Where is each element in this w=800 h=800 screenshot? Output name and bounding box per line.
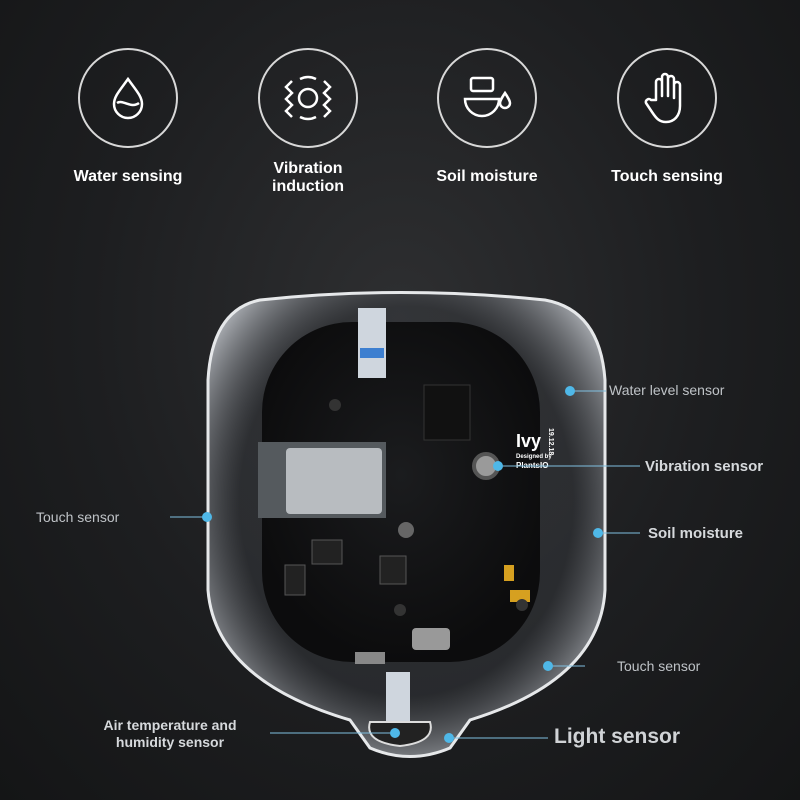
callout-dots: [202, 386, 603, 743]
feature-touch-sensing: Touch sensing: [587, 48, 747, 186]
usb-port: [412, 628, 450, 650]
chip: [379, 555, 407, 585]
soil-moisture-icon: [437, 48, 537, 148]
callout-soil-moisture: Soil moisture: [648, 525, 744, 542]
feature-label: Vibration induction: [272, 160, 344, 195]
capacitor: [504, 565, 514, 581]
callout-touch-sensor-left: Touch sensor: [36, 509, 120, 525]
feature-soil-moisture: Soil moisture: [407, 48, 567, 186]
ribbon-cable: [358, 308, 386, 378]
ribbon-cable-connector: [360, 348, 384, 358]
screw-hole: [329, 399, 341, 411]
hand-icon: [617, 48, 717, 148]
callout-lines: [170, 390, 640, 739]
board-name: Ivy: [516, 431, 541, 451]
board-date: 19.12.18: [547, 428, 554, 455]
wifi-module-shield: [286, 448, 382, 514]
chip: [311, 539, 343, 565]
callout-water-level-sensor: Water level sensor: [609, 382, 725, 398]
vibration-icon: [258, 48, 358, 148]
feature-vibration-induction: Vibration induction: [228, 48, 388, 196]
screw-hole: [398, 522, 414, 538]
board-designed-by: Designed by: [516, 454, 552, 460]
capacitor: [510, 590, 530, 602]
feature-label: Soil moisture: [436, 168, 538, 185]
feature-label: Water sensing: [73, 168, 183, 185]
feature-water-sensing: Water sensing: [48, 48, 208, 186]
callout-touch-sensor-right: Touch sensor: [617, 658, 701, 674]
feature-label: Touch sensing: [611, 168, 723, 185]
screw-hole: [516, 599, 528, 611]
water-drop-icon: [78, 48, 178, 148]
callout-air-temperature-humidity: Air temperature and humidity sensor: [103, 717, 237, 750]
button-component: [355, 652, 385, 664]
screw-hole: [394, 604, 406, 616]
callout-light-sensor: Light sensor: [554, 725, 681, 748]
chip: [284, 564, 306, 596]
callout-vibration-sensor: Vibration sensor: [645, 458, 764, 475]
chip: [423, 384, 471, 441]
